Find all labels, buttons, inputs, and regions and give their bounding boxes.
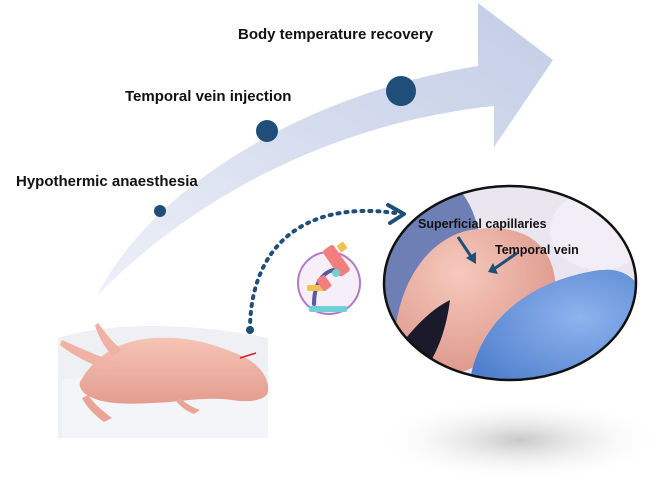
zoom-view xyxy=(382,184,638,382)
step-marker-2 xyxy=(256,120,278,142)
connector-start-dot xyxy=(246,326,254,334)
step-label-hypothermic: Hypothermic anaesthesia xyxy=(16,173,198,190)
pup-photo xyxy=(58,323,269,438)
pup-body xyxy=(79,337,269,404)
microscope-icon xyxy=(297,241,361,315)
step-marker-1 xyxy=(154,205,166,217)
process-arrow xyxy=(97,3,553,296)
dotted-connector xyxy=(248,209,397,332)
zoom-label-temporal-vein: Temporal vein xyxy=(495,243,579,257)
step-label-injection: Temporal vein injection xyxy=(125,88,292,105)
annotation-arrow-icon xyxy=(456,236,518,274)
step-marker-3 xyxy=(386,76,416,106)
zoom-shadow xyxy=(375,398,657,482)
step-label-recovery: Body temperature recovery xyxy=(238,26,434,43)
connector-arrowhead xyxy=(386,203,406,225)
zoom-label-capillaries: Superficial capillaries xyxy=(418,217,547,231)
